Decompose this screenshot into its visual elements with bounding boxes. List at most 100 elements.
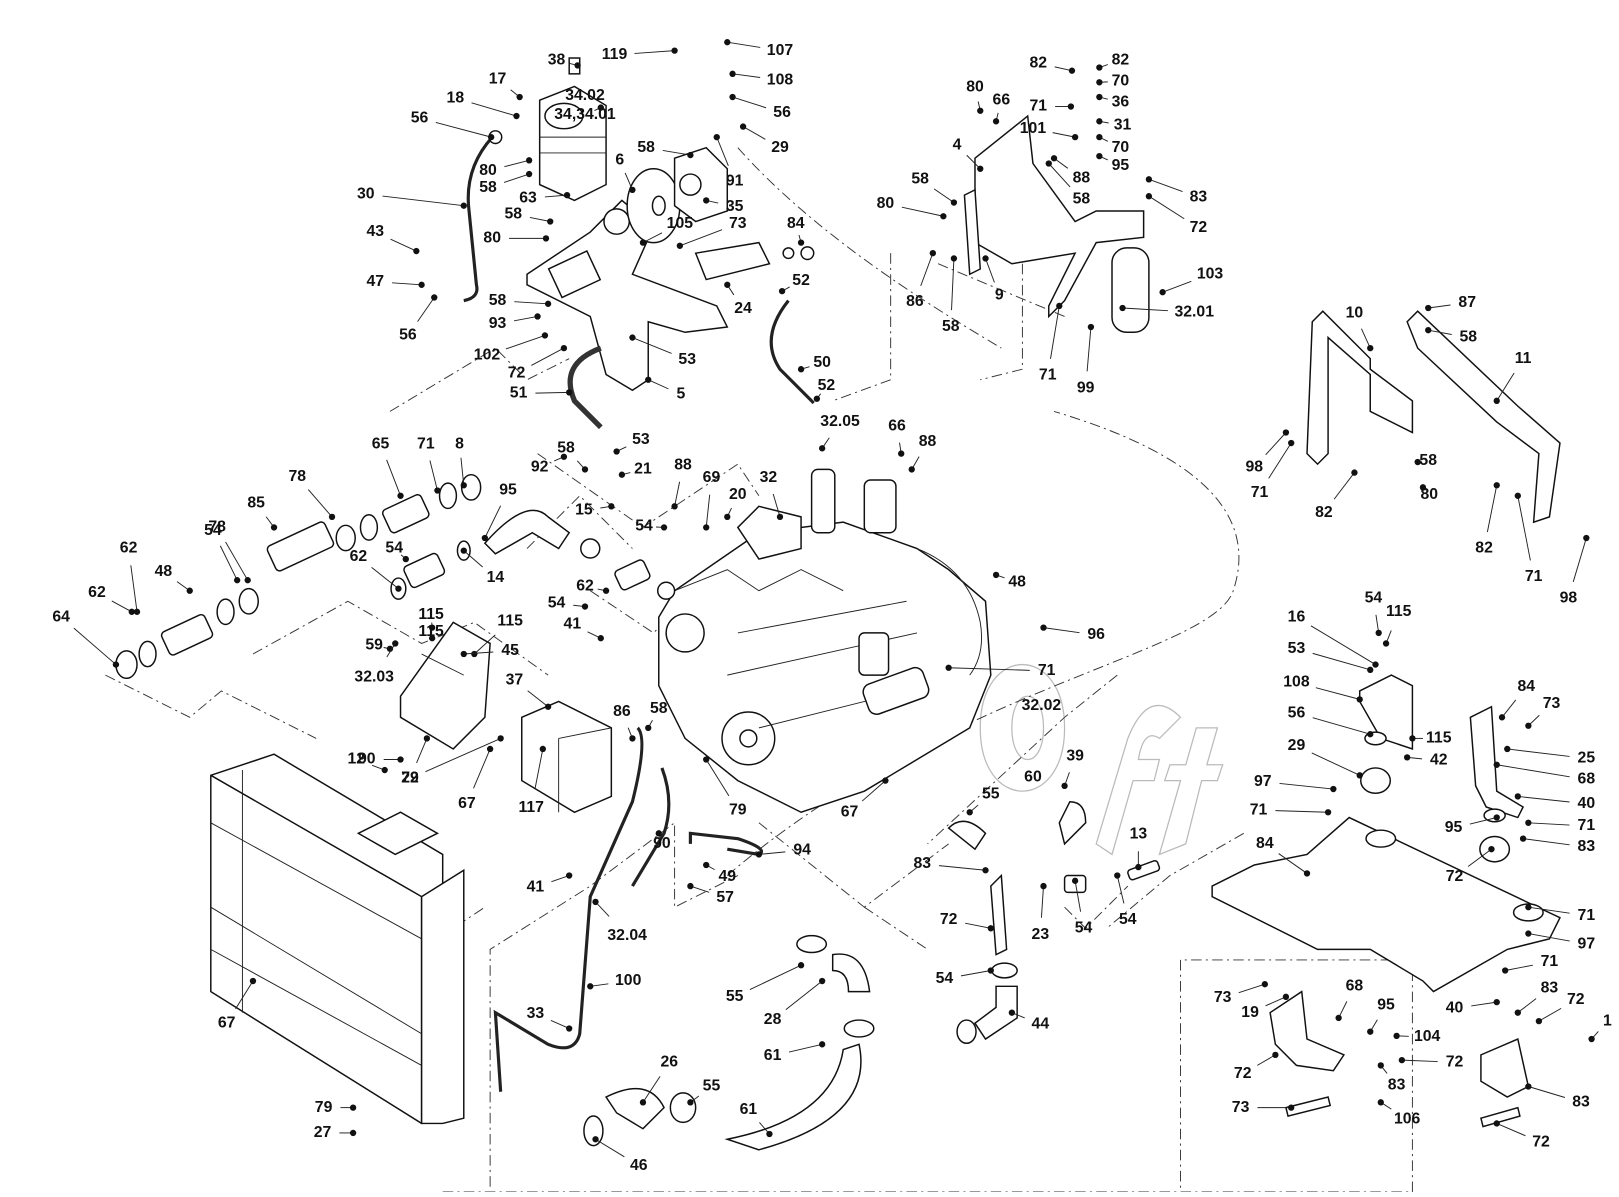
fastener-marker — [1096, 79, 1102, 85]
fastener-marker — [1409, 735, 1415, 741]
callout-label: 58 — [557, 439, 575, 456]
fastener-marker — [1536, 1018, 1542, 1024]
expansion-tank-part-39 — [522, 701, 612, 812]
fastener-marker — [382, 767, 388, 773]
leader-line — [1539, 1008, 1561, 1021]
leader-line — [425, 738, 500, 771]
callout-label: 58 — [637, 139, 655, 156]
callout-label: 35 — [726, 198, 744, 215]
callout-label: 13 — [1130, 826, 1148, 843]
leader-line — [535, 392, 569, 393]
leader-line — [675, 482, 680, 507]
fastener-marker — [434, 487, 440, 493]
fastener-marker — [516, 94, 522, 100]
fastener-marker — [547, 218, 553, 224]
callout-label: 32.05 — [820, 413, 860, 430]
callout-label: 86 — [906, 293, 924, 310]
callout-label: 32 — [760, 469, 778, 486]
callout-label: 100 — [615, 972, 642, 989]
leader-line — [436, 122, 491, 137]
fastener-marker — [271, 524, 277, 530]
fastener-marker — [487, 746, 493, 752]
callout-label: 62 — [120, 540, 138, 557]
callout-label: 59 — [365, 637, 383, 654]
callout-label: 54 — [1075, 919, 1093, 936]
leader-line — [680, 230, 722, 246]
callout-label: 79 — [401, 770, 419, 787]
fastener-marker — [729, 94, 735, 100]
fastener-marker — [561, 345, 567, 351]
fastener-marker — [1588, 1036, 1594, 1042]
fastener-marker — [1376, 630, 1382, 636]
leader-line — [1361, 329, 1370, 348]
fastener-marker — [1096, 94, 1102, 100]
leader-line — [417, 738, 427, 763]
fastener-marker — [608, 503, 614, 509]
callout-label: 69 — [703, 469, 721, 486]
callout-label: 84 — [1256, 835, 1274, 852]
callout-label: 53 — [678, 351, 696, 368]
fastener-marker — [395, 585, 401, 591]
fastener-marker — [687, 152, 693, 158]
fastener-marker — [977, 108, 983, 114]
callout-label: 78 — [208, 519, 226, 536]
callout-label: 99 — [1077, 379, 1095, 396]
fastener-marker — [1051, 155, 1057, 161]
callout-label: 32.02 — [1022, 697, 1062, 714]
leader-line — [1471, 1002, 1496, 1006]
leader-line — [1507, 749, 1569, 756]
fastener-marker — [798, 366, 804, 372]
callout-label: 80 — [479, 162, 497, 179]
fastener-marker — [1499, 714, 1505, 720]
frame-part-10 — [1307, 311, 1412, 464]
leader-line — [506, 335, 545, 348]
callout-label: 101 — [1020, 120, 1047, 137]
callout-label: 83 — [1190, 188, 1208, 205]
leader-line — [308, 490, 332, 517]
callout-label: 72 — [1567, 991, 1585, 1008]
callout-label: 61 — [764, 1047, 782, 1064]
bracket-part-3 — [1270, 992, 1344, 1071]
fastener-marker — [629, 187, 635, 193]
fastener-marker — [988, 925, 994, 931]
fastener-marker — [1096, 153, 1102, 159]
leader-line — [1087, 327, 1091, 371]
callout-label: 48 — [1008, 573, 1026, 590]
leader-line — [387, 460, 401, 496]
radiator-part-33 — [211, 754, 464, 1123]
callout-label: 58 — [911, 170, 929, 187]
fastener-marker — [245, 577, 251, 583]
fastener-marker — [671, 503, 677, 509]
fastener-marker — [940, 213, 946, 219]
leader-line — [112, 601, 132, 612]
fastener-marker — [703, 197, 709, 203]
callout-label: 45 — [501, 642, 519, 659]
callout-label: 73 — [1232, 1099, 1250, 1116]
callout-label: 73 — [729, 215, 747, 232]
fastener-marker — [967, 809, 973, 815]
fastener-marker — [898, 450, 904, 456]
callout-label: 88 — [919, 433, 937, 450]
callout-label: 95 — [1112, 157, 1130, 174]
fastener-marker — [431, 294, 437, 300]
leader-line — [391, 239, 417, 251]
callout-label: 38 — [548, 51, 566, 68]
fastener-marker — [413, 248, 419, 254]
callout-label: 84 — [787, 215, 805, 232]
fastener-marker — [1119, 305, 1125, 311]
callout-label: 104 — [1414, 1028, 1441, 1045]
callout-label: 23 — [1032, 926, 1050, 943]
callout-label: 53 — [1288, 640, 1306, 657]
leader-line — [986, 258, 995, 282]
callout-label: 44 — [1032, 1015, 1050, 1032]
fastener-marker — [1114, 872, 1120, 878]
callout-label: 72 — [940, 911, 958, 928]
fastener-marker — [1056, 303, 1062, 309]
callout-label: 61 — [740, 1101, 758, 1118]
fastener-marker — [1146, 176, 1152, 182]
callout-label: 29 — [771, 139, 789, 156]
air-compressor-part-34 — [540, 58, 606, 200]
callout-label: 48 — [155, 563, 173, 580]
leader-line — [74, 628, 116, 664]
callout-label: 54 — [548, 595, 566, 612]
